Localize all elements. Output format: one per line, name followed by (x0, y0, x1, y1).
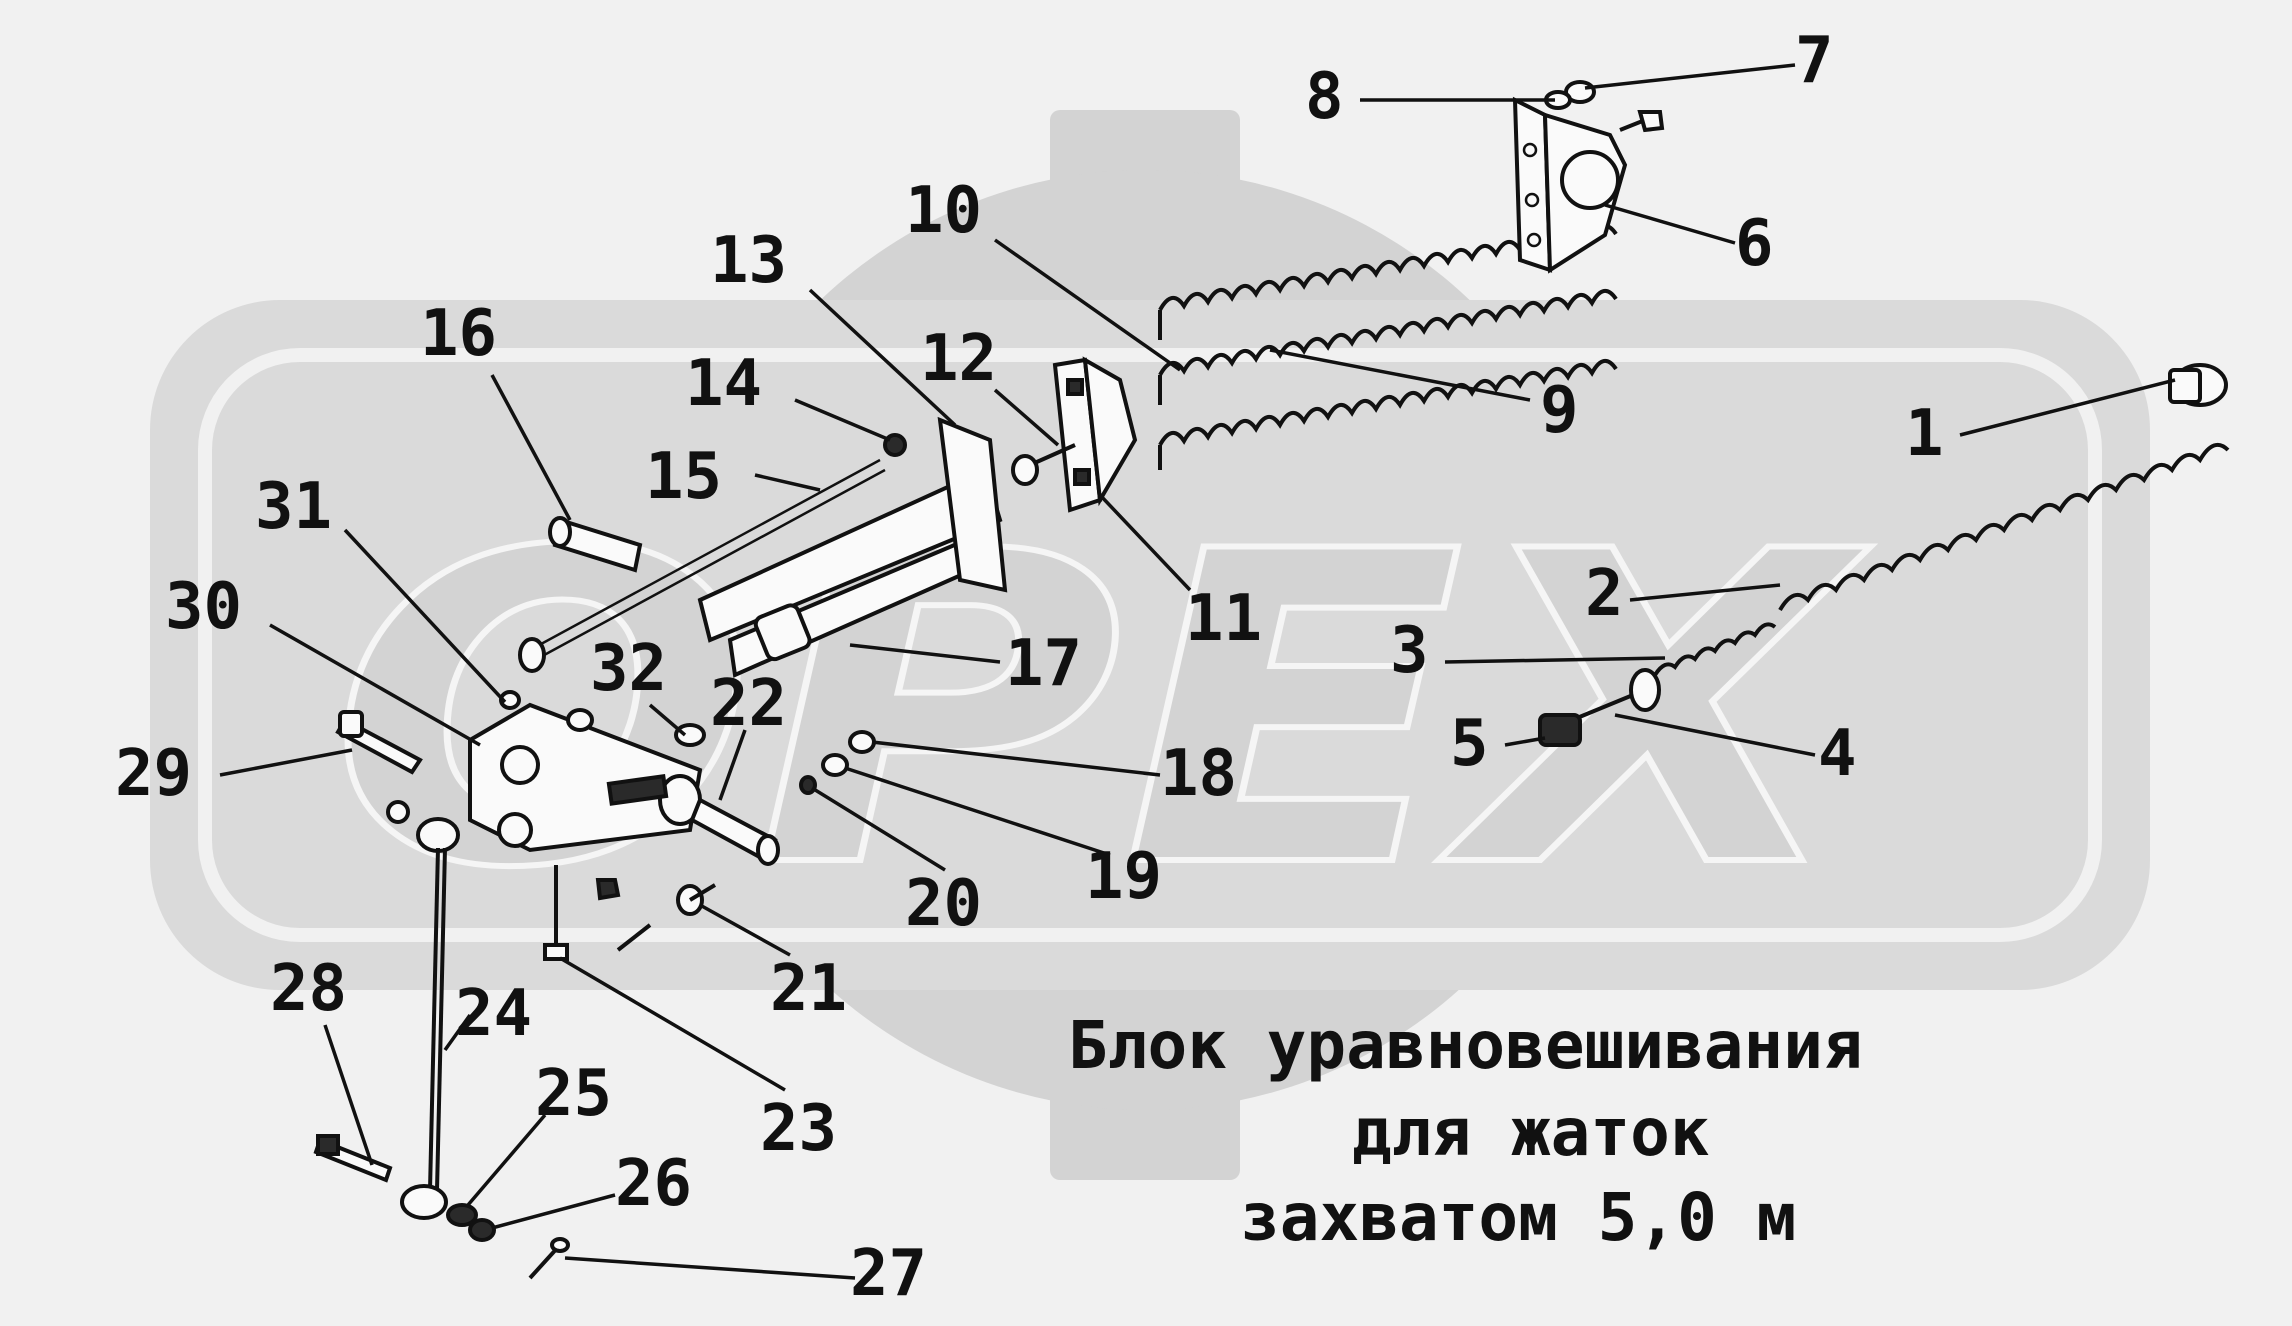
callout-17: 17 (1005, 627, 1082, 701)
callout-20: 20 (905, 867, 982, 941)
callout-24: 24 (455, 977, 532, 1051)
small-fasteners (543, 730, 876, 961)
callout-19: 19 (1085, 840, 1162, 914)
callout-18: 18 (1160, 737, 1237, 811)
callout-5: 5 (1450, 707, 1489, 781)
rocker-bracket (468, 690, 706, 853)
bolt-29 (335, 710, 423, 775)
main-bar (518, 416, 1008, 678)
callout-31: 31 (255, 470, 332, 544)
callout-12: 12 (920, 322, 997, 396)
pin-16 (548, 516, 643, 573)
callout-7: 7 (1795, 24, 1834, 98)
callout-21: 21 (770, 952, 847, 1026)
callout-16: 16 (420, 297, 497, 371)
callout-27: 27 (850, 1237, 927, 1311)
caption-line-3: захватом 5,0 м (1240, 1179, 1796, 1256)
callout-28: 28 (270, 952, 347, 1026)
caption-line-2: для жаток (1352, 1094, 1710, 1171)
callout-29: 29 (115, 737, 192, 811)
callout-3: 3 (1390, 614, 1429, 688)
callout-14: 14 (685, 347, 762, 421)
spring-middle (1158, 289, 1618, 377)
axle-22 (689, 797, 780, 866)
callout-8: 8 (1305, 60, 1344, 134)
main-spring (1778, 442, 2230, 612)
callout-10: 10 (905, 174, 982, 248)
callout-1: 1 (1905, 397, 1944, 471)
callout-numbers: 1 2 3 4 5 6 7 8 9 10 11 12 13 14 15 16 1… (115, 24, 1944, 1311)
callout-6: 6 (1735, 207, 1774, 281)
callout-11: 11 (1185, 582, 1262, 656)
leader-lines (219, 63, 2176, 1280)
callout-25: 25 (535, 1057, 612, 1131)
callout-22: 22 (710, 667, 787, 741)
link-24 (313, 800, 570, 1280)
callout-4: 4 (1818, 717, 1857, 791)
parts-layer (313, 80, 2230, 1280)
callout-30: 30 (165, 570, 242, 644)
callout-2: 2 (1585, 557, 1624, 631)
bracket-6 (1512, 96, 1628, 274)
callout-15: 15 (645, 440, 722, 514)
callout-26: 26 (615, 1147, 692, 1221)
callout-9: 9 (1540, 374, 1579, 448)
plate-11 (1011, 356, 1138, 513)
callout-23: 23 (760, 1092, 837, 1166)
main-spring-assembly (1538, 363, 2230, 747)
spring-lower (1158, 359, 1618, 447)
caption-line-1: Блок уравновешивания (1068, 1007, 1863, 1084)
watermark-plate-inner (198, 348, 2102, 942)
bolt-7 (1544, 80, 1665, 133)
callout-32: 32 (590, 632, 667, 706)
callout-13: 13 (710, 224, 787, 298)
diagram-caption: Блок уравновешивания для жаток захватом … (1068, 1007, 1863, 1256)
